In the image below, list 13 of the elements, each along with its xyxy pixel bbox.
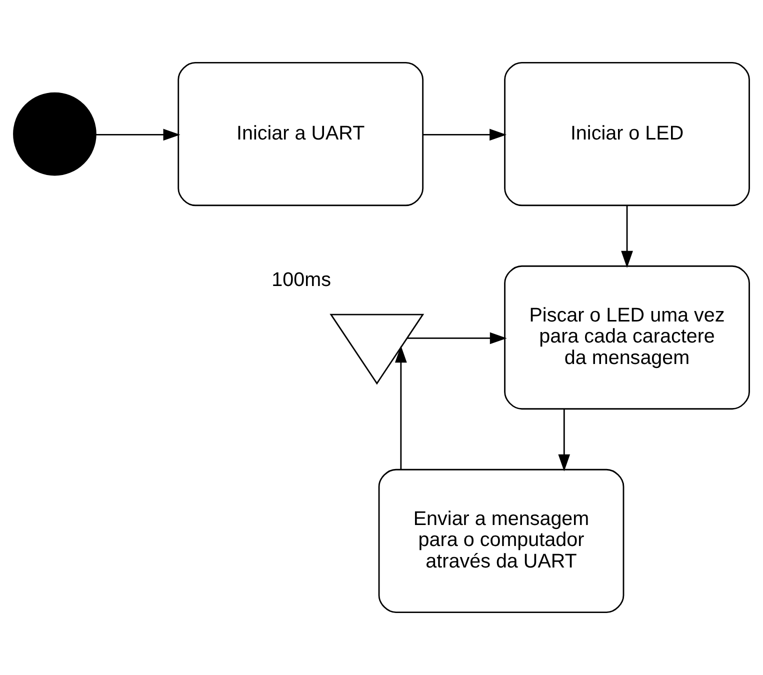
arrow (558, 409, 570, 472)
node-box: Iniciar a UART (178, 62, 424, 206)
node-box: Piscar o LED uma vez para cada caractere da mensagem (504, 265, 750, 410)
arrow (407, 332, 507, 344)
node-label: 100ms (272, 269, 331, 292)
node-circle (13, 92, 96, 176)
arrow (394, 346, 407, 470)
arrow (621, 206, 633, 268)
node-box: Enviar a mensagem para o computador através da UART (378, 468, 624, 614)
arrow (96, 128, 180, 141)
arrow (423, 128, 507, 141)
node-box: Iniciar o LED (504, 62, 750, 206)
node-hourglass (330, 314, 424, 385)
